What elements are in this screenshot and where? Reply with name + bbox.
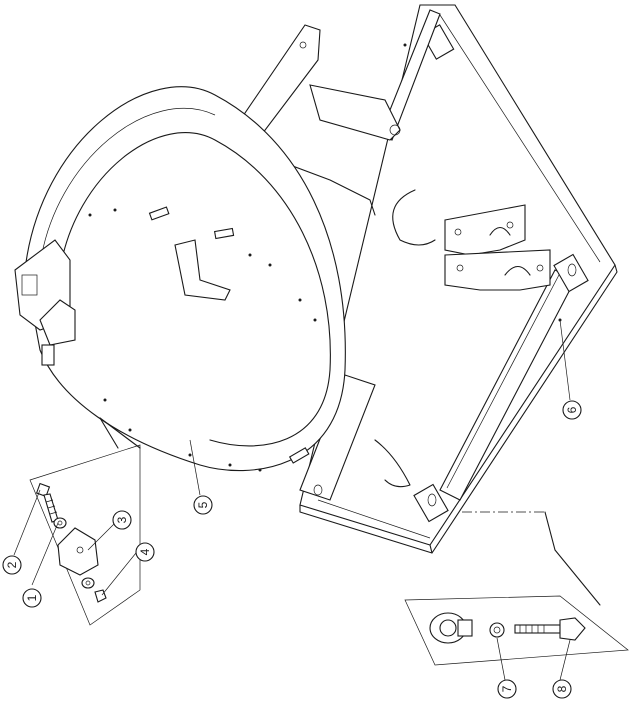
bracket-part-3 [57, 527, 99, 576]
callout-8: 8 [552, 679, 572, 699]
callout-label: 2 [5, 561, 19, 568]
callout-5: 5 [193, 495, 213, 515]
callout-3: 3 [112, 510, 132, 530]
callout-4: 4 [135, 542, 155, 562]
callout-label: 5 [196, 501, 210, 508]
callout-label: 4 [138, 548, 152, 555]
callout-7: 7 [497, 679, 517, 699]
hardware-detail-right [404, 511, 629, 666]
leader-lines [13, 319, 571, 681]
callout-label: 7 [500, 685, 514, 692]
callout-label: 8 [555, 685, 569, 692]
nut-part-4 [81, 577, 107, 603]
callout-6: 6 [562, 400, 582, 420]
washer-part-1 [53, 517, 67, 529]
nut-part-7 [489, 622, 505, 638]
bolt-part-8 [514, 617, 586, 641]
ring-drum [14, 86, 346, 472]
mounting-clamps [444, 204, 551, 291]
callout-label: 3 [115, 516, 129, 523]
knob [429, 612, 473, 644]
hardware-detail-left [29, 417, 141, 626]
screw-part-2 [35, 482, 59, 523]
callout-2: 2 [2, 555, 22, 575]
callout-label: 6 [565, 406, 579, 413]
callout-1: 1 [22, 588, 42, 608]
upper-support-arm [229, 24, 401, 216]
callout-label: 1 [25, 594, 39, 601]
